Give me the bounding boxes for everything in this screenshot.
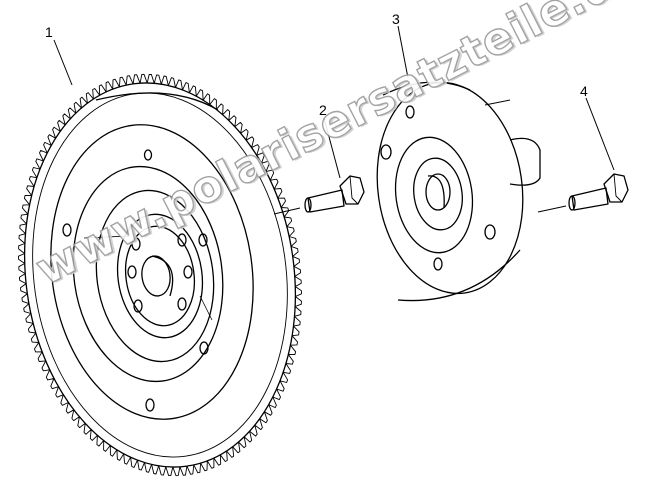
bolt-right — [537, 173, 629, 213]
callout-3: 3 — [392, 11, 400, 27]
bolt-left — [273, 175, 365, 215]
flywheel — [18, 73, 302, 477]
leader-lines — [53, 25, 615, 179]
callout-4: 4 — [580, 83, 588, 99]
drive-hub — [376, 81, 541, 302]
callout-1: 1 — [45, 24, 53, 40]
callout-2: 2 — [319, 102, 327, 118]
